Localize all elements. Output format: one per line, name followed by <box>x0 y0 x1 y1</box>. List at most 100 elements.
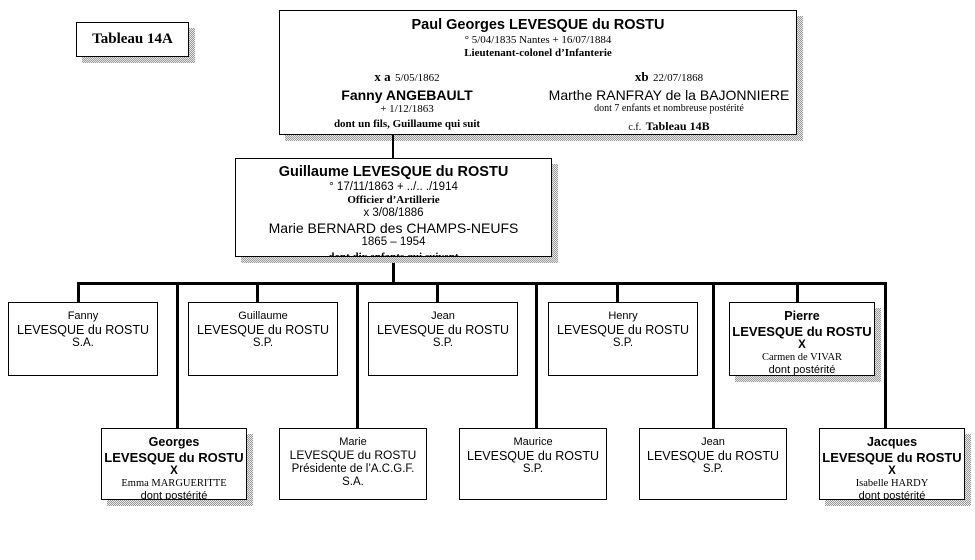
fanny-status: S.A. <box>72 337 94 350</box>
person-box-guillaume: Guillaume LEVESQUE du ROSTU ° 17/11/1863… <box>235 158 552 257</box>
georges-note: dont postérité <box>140 490 208 500</box>
drop-to-pierre <box>796 282 799 303</box>
spouse-b-ref-prefix: c.f. <box>628 121 642 133</box>
georges-marriage: X <box>170 464 178 477</box>
maurice-surname: LEVESQUE du ROSTU <box>467 448 599 463</box>
stub-jean-2 <box>712 408 715 429</box>
gen2-name: Guillaume LEVESQUE du ROSTU <box>278 164 509 180</box>
spouse-a-marriage-line: x a 5/05/1862 <box>280 68 534 87</box>
root-header: Paul Georges LEVESQUE du ROSTU ° 5/04/18… <box>280 17 796 59</box>
guillaume-child-surname: LEVESQUE du ROSTU <box>197 322 329 337</box>
person-box-paul-georges: Paul Georges LEVESQUE du ROSTU ° 5/04/18… <box>279 10 797 135</box>
pierre-surname: LEVESQUE du ROSTU <box>732 323 872 339</box>
jacques-spouse: Isabelle HARDY <box>855 477 929 489</box>
jacques-marriage: X <box>888 464 896 477</box>
drop-to-jean-1 <box>436 282 439 303</box>
guillaume-child-inner: Guillaume LEVESQUE du ROSTU S.P. <box>189 303 337 351</box>
pierre-note: dont postérité <box>768 364 836 376</box>
marie-status: S.A. <box>342 475 364 488</box>
georges-spouse: Emma MARGUERITTE <box>121 477 227 489</box>
spouse-b-marriage-line: xb 22/07/1868 <box>542 68 796 87</box>
jacques-inner: Jacques LEVESQUE du ROSTU X Isabelle HAR… <box>820 429 964 500</box>
spouse-b-marriage-date: 22/07/1868 <box>653 72 704 85</box>
spouse-a-marriage: x a <box>374 69 391 85</box>
henry-inner: Henry LEVESQUE du ROSTU S.P. <box>549 303 697 351</box>
connector-root-to-gen2 <box>392 127 394 159</box>
person-box-georges: Georges LEVESQUE du ROSTU X Emma MARGUER… <box>101 428 247 500</box>
person-box-jean-1: Jean LEVESQUE du ROSTU S.P. <box>368 302 518 376</box>
jean-2-status: S.P. <box>702 463 724 476</box>
henry-surname: LEVESQUE du ROSTU <box>557 322 689 337</box>
georges-first: Georges <box>148 435 200 449</box>
trunk-to-maurice <box>535 282 538 410</box>
jacques-note: dont postérité <box>858 490 926 500</box>
pierre-marriage: X <box>798 338 806 351</box>
gen2-marriage: x 3/08/1886 <box>363 206 424 219</box>
root-spouses: x a 5/05/1862 Fanny ANGEBAULT + 1/12/186… <box>280 68 796 134</box>
spouse-b-ref-line: c.f. Tableau 14B <box>542 117 796 134</box>
trunk-to-jean-2 <box>712 282 715 410</box>
maurice-status: S.P. <box>522 463 544 476</box>
stub-georges <box>176 408 179 429</box>
fanny-inner: Fanny LEVESQUE du ROSTU S.A. <box>9 303 157 351</box>
jean-2-inner: Jean LEVESQUE du ROSTU S.P. <box>640 429 786 477</box>
stub-jacques <box>884 408 887 429</box>
drop-to-fanny <box>77 282 80 303</box>
pierre-first: Pierre <box>784 309 820 323</box>
spouse-a-marriage-date: 5/05/1862 <box>395 72 440 85</box>
spouse-b-marriage: xb <box>634 69 649 85</box>
jean-1-status: S.P. <box>432 337 454 350</box>
jacques-surname: LEVESQUE du ROSTU <box>822 449 962 465</box>
jean-1-surname: LEVESQUE du ROSTU <box>377 322 509 337</box>
person-box-fanny: Fanny LEVESQUE du ROSTU S.A. <box>8 302 158 376</box>
spouse-a-death: + 1/12/1863 <box>380 103 434 116</box>
stub-marie <box>356 408 359 429</box>
root-dates: ° 5/04/1835 Nantes + 16/07/1884 <box>464 33 612 46</box>
henry-status: S.P. <box>612 337 634 350</box>
pierre-inner: Pierre LEVESQUE du ROSTU X Carmen de VIV… <box>730 303 874 376</box>
spouse-b-note: dont 7 enfants et nombreuse postérité <box>594 103 744 115</box>
gen2-spouse-dates: 1865 – 1954 <box>361 236 426 249</box>
person-box-jean-2: Jean LEVESQUE du ROSTU S.P. <box>639 428 787 500</box>
gen2-inner: Guillaume LEVESQUE du ROSTU ° 17/11/1863… <box>236 164 551 256</box>
jean-1-inner: Jean LEVESQUE du ROSTU S.P. <box>369 303 517 351</box>
person-box-guillaume-child: Guillaume LEVESQUE du ROSTU S.P. <box>188 302 338 376</box>
drop-to-henry <box>616 282 619 303</box>
stub-maurice <box>535 408 538 429</box>
fanny-first: Fanny <box>67 310 99 322</box>
maurice-inner: Maurice LEVESQUE du ROSTU S.P. <box>460 429 606 477</box>
trunk-to-georges <box>176 282 179 410</box>
georges-surname: LEVESQUE du ROSTU <box>104 449 244 465</box>
georges-inner: Georges LEVESQUE du ROSTU X Emma MARGUER… <box>102 429 246 500</box>
spouse-b-name: Marthe RANFRAY de la BAJONNIERE <box>548 86 790 103</box>
spouse-a-note: dont un fils, Guillaume qui suit <box>333 117 481 130</box>
root-spouse-a: x a 5/05/1862 Fanny ANGEBAULT + 1/12/186… <box>280 68 538 134</box>
marie-first: Marie <box>339 436 367 448</box>
sibling-bus-row1 <box>121 282 886 285</box>
gen2-title: Officier d’Artillerie <box>347 194 440 207</box>
marie-surname: LEVESQUE du ROSTU <box>289 447 417 462</box>
gen2-spouse: Marie BERNARD des CHAMPS-NEUFS <box>268 220 519 237</box>
person-box-pierre: Pierre LEVESQUE du ROSTU X Carmen de VIV… <box>729 302 875 376</box>
trunk-to-jacques <box>884 282 887 410</box>
person-box-jacques: Jacques LEVESQUE du ROSTU X Isabelle HAR… <box>819 428 965 500</box>
root-title: Lieutenant-colonel d’Infanterie <box>464 46 612 59</box>
sibling-bus-left-hook <box>77 282 123 285</box>
person-box-henry: Henry LEVESQUE du ROSTU S.P. <box>548 302 698 376</box>
marie-inner: Marie LEVESQUE du ROSTU Présidente de l’… <box>280 429 426 489</box>
person-box-maurice: Maurice LEVESQUE du ROSTU S.P. <box>459 428 607 500</box>
gen2-dates: ° 17/11/1863 + ../.. ./1914 <box>329 180 458 193</box>
maurice-first: Maurice <box>513 436 553 448</box>
fanny-surname: LEVESQUE du ROSTU <box>17 322 149 337</box>
root-spouse-b: xb 22/07/1868 Marthe RANFRAY de la BAJON… <box>538 68 796 134</box>
spouse-a-name: Fanny ANGEBAULT <box>341 86 473 103</box>
drop-to-guillaume-child <box>256 282 259 303</box>
jean-1-first: Jean <box>431 310 455 322</box>
guillaume-child-status: S.P. <box>252 337 274 350</box>
person-box-marie: Marie LEVESQUE du ROSTU Présidente de l’… <box>279 428 427 500</box>
tableau-badge: Tableau 14A <box>76 22 189 57</box>
tableau-badge-label: Tableau 14A <box>92 31 173 47</box>
jacques-first: Jacques <box>866 435 918 449</box>
marie-role: Présidente de l’A.C.G.F. <box>291 462 415 475</box>
